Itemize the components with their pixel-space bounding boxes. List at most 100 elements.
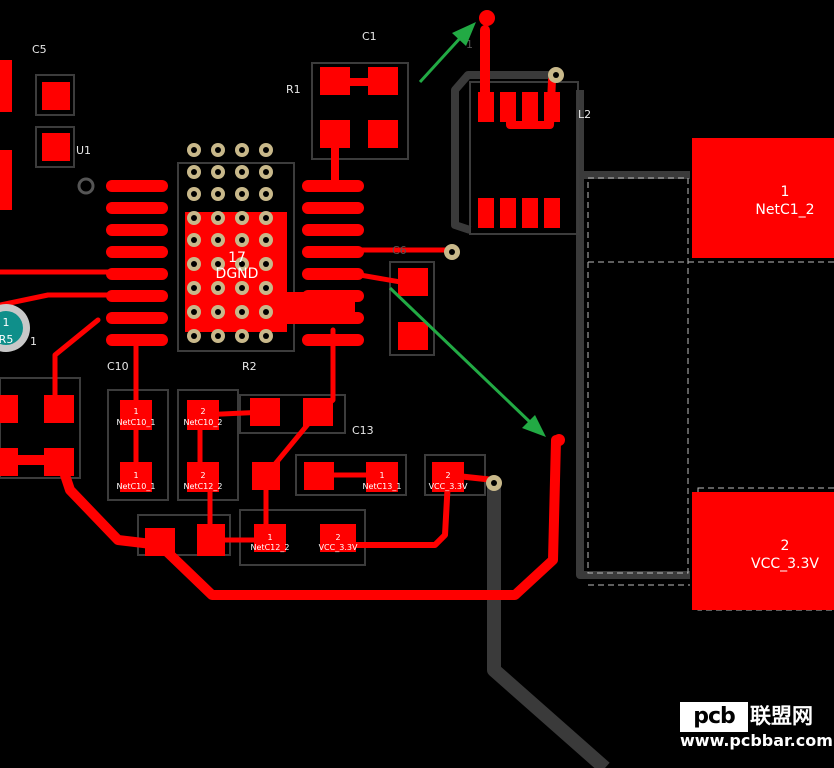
l2-pads[interactable] [478,92,560,228]
thermal-via-hole [239,261,245,267]
thermal-via-hole [263,147,269,153]
c5-pads[interactable] [0,60,70,210]
designator-pin-label: 1 [30,335,37,348]
designator-c6: C6 [392,244,407,257]
thermal-via-hole [191,309,197,315]
thermal-via-hole [263,215,269,221]
r2-pad-1[interactable] [250,398,280,426]
thermal-via-hole [191,333,197,339]
designator-l2: L2 [578,108,591,121]
thermal-via-hole [191,237,197,243]
thermal-via-hole [239,237,245,243]
thermal-via-hole [239,285,245,291]
designator-r1: R1 [286,83,301,96]
pad-number: 2 [781,538,790,554]
left-lower-pads[interactable] [0,395,74,476]
thermal-via-hole [239,147,245,153]
thermal-via-hole [191,169,197,175]
arrow-to-via-top [418,34,464,84]
watermark-logo-text: pcb [693,704,736,729]
c10-netc10-1-a-pad[interactable]: 1 NetC10_1 [117,400,156,430]
r1-c1-pads[interactable] [320,67,398,182]
thermal-via-hole [191,191,197,197]
ic-pad-number: 17 [228,250,246,266]
r2-lower-pad[interactable] [252,462,280,490]
designator-u1: U1 [76,144,91,157]
pad-number: 1 [133,407,138,416]
netc10-2-pad[interactable]: 2 NetC10_2 [184,400,223,430]
thermal-via-hole [239,191,245,197]
pad-net: VCC_3.3V [319,543,358,552]
thermal-via-hole [215,147,221,153]
arrow-to-trace-end [388,286,534,426]
thermal-via-hole [239,215,245,221]
mount-hole [77,177,95,195]
thermal-via-hole [263,309,269,315]
watermark-logo: pcb [680,702,748,732]
ic-pad-net: DGND [216,266,259,282]
pad-net: NetC1_2 [755,202,814,218]
pad-net: NetC10_1 [117,482,156,491]
thermal-via-hole [215,333,221,339]
thermal-via-hole [191,261,197,267]
vcc-3v3-a-pad[interactable]: 2 VCC_3.3V [429,462,468,492]
ic-u1-footprint[interactable]: 17 DGND [106,143,364,346]
pad-number: 2 [200,407,205,416]
thermal-via-hole [215,169,221,175]
pad-number: 1 [267,533,272,542]
c13-pad-left[interactable] [304,462,334,490]
big-pad-vcc-3v3[interactable]: 2 VCC_3.3V [692,492,834,610]
thermal-via-hole [215,237,221,243]
designator-c10: C10 [107,360,129,373]
pad-net: VCC_3.3V [429,482,468,491]
thermal-via-hole [191,285,197,291]
thermal-via-hole [215,191,221,197]
thermal-via-hole [263,191,269,197]
designator-c13: C13 [352,424,374,437]
netc12-2-a-pad[interactable]: 2 NetC12_2 [184,462,223,492]
vias [444,10,565,491]
designator-r2: R2 [242,360,257,373]
watermark-url: www.pcbbar.com [680,731,833,750]
vcc-3v3-b-pad[interactable]: 2 VCC_3.3V [319,524,358,552]
c10-netc10-1-b-pad[interactable]: 1 NetC10_1 [117,462,156,492]
arrowhead-top [452,22,476,46]
thermal-via-hole [215,309,221,315]
ic-thermal-extension [275,292,355,324]
thermal-via-hole [191,215,197,221]
pad-number: 1 [379,471,384,480]
thermal-via-hole [239,169,245,175]
watermark: pcb 联盟网 www.pcbbar.com [680,702,833,752]
r2-pad-2[interactable] [303,398,333,426]
thermal-via-hole [263,261,269,267]
thermal-via-hole [215,261,221,267]
pad-number: 2 [200,471,205,480]
thermal-via-hole [263,237,269,243]
thermal-via-hole [239,333,245,339]
designator-c1: C1 [362,30,377,43]
thermal-via-hole [215,285,221,291]
gray-traces [451,71,690,768]
annotation-arrows [388,22,546,437]
netc13-1-pad[interactable]: 1 NetC13_1 [363,462,402,492]
pad-net: NetC12_2 [251,543,290,552]
c12-pad-right[interactable] [197,524,225,556]
thermal-via-hole [191,147,197,153]
r5-round-pad[interactable]: 1 R5 [0,304,30,352]
pad-net: NetC13_1 [363,482,402,491]
thermal-via-hole [239,309,245,315]
thermal-via-hole [263,285,269,291]
pad-number: 2 [445,471,450,480]
pad-number: 1 [3,316,10,329]
pad-net: NetC10_2 [184,418,223,427]
pad-net: VCC_3.3V [751,556,819,572]
big-pad-netc1-2[interactable]: 1 NetC1_2 [692,138,834,258]
pad-number: 1 [133,471,138,480]
c6-pads[interactable] [398,268,428,350]
ic-left-pads [106,180,168,346]
netc12-2-b-pad[interactable]: 1 NetC12_2 [251,524,290,552]
c12-pad-left[interactable] [145,528,175,556]
pad-number: 2 [335,533,340,542]
l2-pin-label: 1 [466,38,473,51]
